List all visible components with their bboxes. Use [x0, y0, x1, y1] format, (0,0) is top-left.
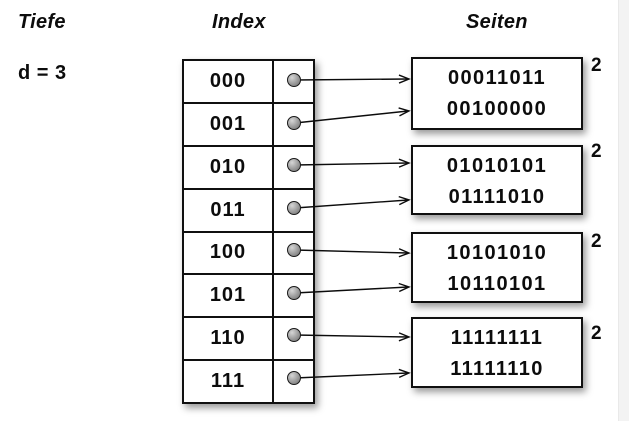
- index-row: 010: [184, 146, 313, 190]
- index-cell-label: 010: [184, 146, 274, 188]
- local-depth-badge: 2: [591, 323, 602, 344]
- pointer-dot: [287, 73, 301, 87]
- depth-title: Tiefe: [18, 11, 66, 33]
- page-entry: 00100000: [446, 98, 548, 120]
- page-entry: 11111111: [450, 327, 544, 349]
- pointer-dot: [287, 201, 301, 215]
- pointer-dot: [287, 371, 301, 385]
- index-cell-label: 111: [184, 361, 274, 402]
- page-box: 01010101 01111010: [411, 145, 583, 215]
- pointer-dot: [287, 158, 301, 172]
- page-entry: 10101010: [446, 242, 548, 264]
- pointer-dot: [287, 286, 301, 300]
- index-cell-label: 011: [184, 189, 274, 231]
- pointer-dot: [287, 116, 301, 130]
- page-box: 10101010 10110101: [411, 232, 583, 303]
- index-row: 101: [184, 275, 313, 319]
- local-depth-badge: 2: [591, 141, 602, 162]
- pointer-dot: [287, 243, 301, 257]
- pages-title: Seiten: [466, 11, 528, 33]
- page-entry: 10110101: [447, 273, 547, 295]
- index-row: 000: [184, 61, 313, 104]
- page-box: 00011011 00100000: [411, 57, 583, 130]
- page-entry: 00011011: [448, 67, 546, 89]
- index-cell-label: 110: [184, 318, 274, 360]
- index-row: 100: [184, 232, 313, 276]
- local-depth-badge: 2: [591, 231, 602, 252]
- global-depth-value: d = 3: [18, 62, 67, 84]
- index-title: Index: [212, 11, 266, 33]
- page-box: 11111111 11111110: [411, 317, 583, 388]
- index-row: 111: [184, 361, 313, 402]
- index-row: 110: [184, 318, 313, 362]
- index-row: 011: [184, 189, 313, 233]
- index-cell-label: 000: [184, 61, 274, 102]
- page-entry: 01111010: [448, 186, 546, 208]
- index-cell-label: 100: [184, 232, 274, 274]
- index-table: 000 001 010 011 100 101 110 111: [182, 59, 315, 404]
- slide-edge-strip: [618, 0, 629, 421]
- page-entry: 01010101: [446, 155, 548, 177]
- index-row: 001: [184, 103, 313, 147]
- page-entry: 11111110: [450, 358, 544, 380]
- index-cell-label: 001: [184, 103, 274, 145]
- local-depth-badge: 2: [591, 55, 602, 76]
- pointer-dot: [287, 328, 301, 342]
- index-cell-label: 101: [184, 275, 274, 317]
